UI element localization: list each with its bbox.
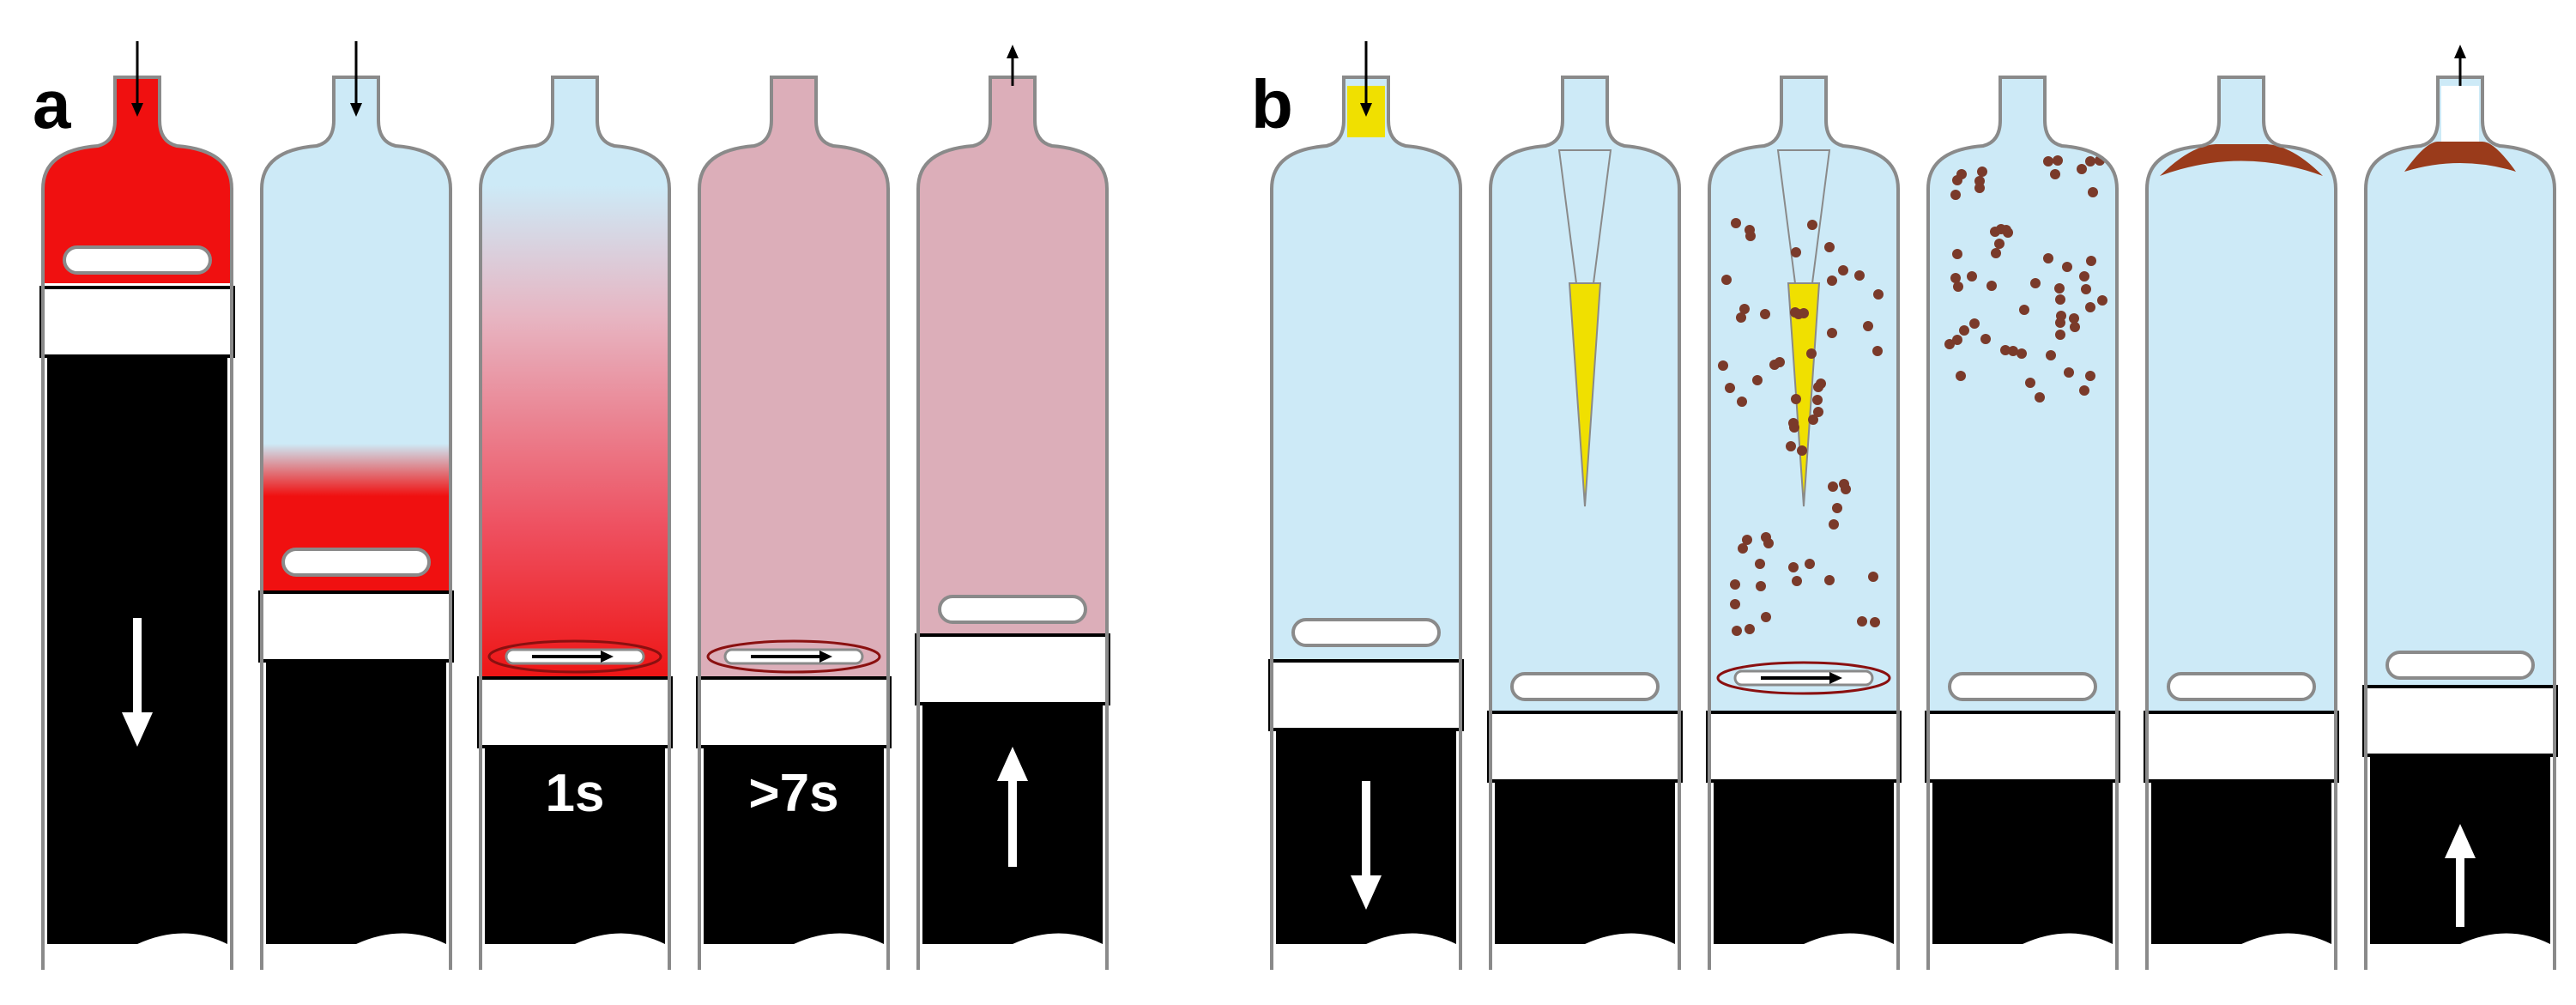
- b2-seal: [1510, 672, 1660, 701]
- a4-plunger: [696, 676, 892, 970]
- a3-plunger: [477, 676, 673, 970]
- a1-down-arrow: [122, 618, 153, 747]
- b1-down-arrow: [1351, 781, 1382, 910]
- b4-seal: [1948, 672, 2097, 701]
- a5-up-arrow: [997, 747, 1028, 867]
- b1-liquid: [1272, 77, 1460, 661]
- b1-plunger: [1268, 659, 1464, 970]
- b6-up-arrow: [2445, 824, 2476, 927]
- b2-jet: [1557, 149, 1612, 507]
- b6-outflow-arrow: [2454, 45, 2466, 86]
- b5-liquid: [2147, 77, 2336, 712]
- b3-barrel: [1708, 76, 1900, 970]
- b4-liquid: [1928, 77, 2117, 712]
- b1-inflow-arrow: [1360, 41, 1372, 117]
- b6-precipitate: [2404, 142, 2516, 172]
- b6-liquid: [2366, 77, 2555, 687]
- b2-plunger: [1487, 711, 1683, 970]
- b2-barrel: [1489, 76, 1681, 970]
- a2-liquid: [262, 77, 450, 601]
- a2-seal: [281, 548, 431, 577]
- b1-seal: [1291, 618, 1441, 647]
- a4-barrel: [698, 76, 890, 970]
- panel-b-label: b: [1251, 66, 1293, 142]
- a5-outflow-arrow: [1007, 45, 1019, 86]
- a1-liquid: [43, 77, 232, 283]
- a5-liquid: [918, 77, 1107, 635]
- a3-timer-label: 1s: [546, 764, 605, 823]
- b3-stirrer: [1716, 661, 1891, 695]
- a3-stirrer: [487, 639, 662, 674]
- b5-seal: [2167, 672, 2316, 701]
- a4-stirrer: [706, 639, 881, 674]
- b3-plunger: [1706, 711, 1902, 970]
- b6-seal: [2386, 651, 2535, 680]
- b6-neck-clear: [2441, 86, 2479, 146]
- a2-plunger: [258, 590, 454, 970]
- b3-particles: [1718, 218, 1884, 636]
- a3-liquid: [481, 77, 669, 678]
- b5-plunger: [2144, 711, 2339, 970]
- a4-liquid: [699, 77, 888, 678]
- b5-barrel: [2145, 76, 2337, 970]
- a1-inflow-arrow: [131, 41, 143, 117]
- b4-particles: [1944, 155, 2107, 403]
- b4-barrel: [1926, 76, 2119, 970]
- b5-precipitate: [2160, 144, 2323, 176]
- a1-seal: [63, 245, 212, 275]
- a3-barrel: [479, 76, 671, 970]
- a2-inflow-arrow: [350, 41, 362, 117]
- a5-seal: [938, 595, 1087, 624]
- b4-plunger: [1925, 711, 2120, 970]
- panel-a-label: a: [33, 66, 71, 142]
- a4-timer-label: >7s: [748, 764, 838, 823]
